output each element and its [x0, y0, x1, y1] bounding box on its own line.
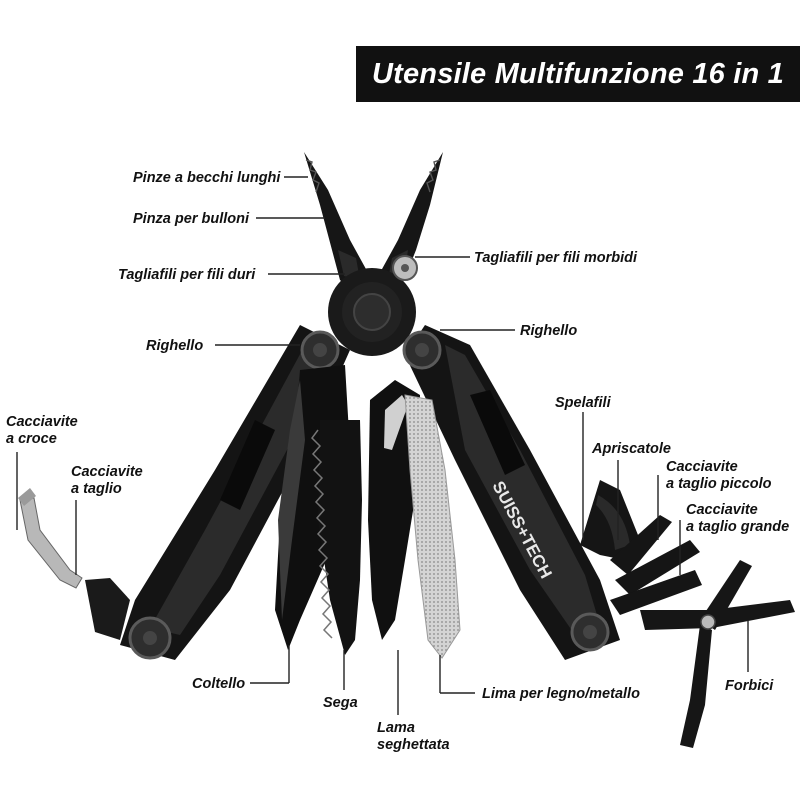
knife-edge [278, 380, 305, 620]
label-pinza-bulloni: Pinza per bulloni [133, 211, 250, 227]
label-cacciavite-croce-line2: a croce [6, 431, 57, 447]
label-cacciavite-taglio-line2: a taglio [71, 481, 122, 497]
label-spelafili: Spelafili [555, 395, 611, 411]
label-lima: Lima per legno/metallo [482, 686, 640, 702]
label-forbici: Forbici [725, 678, 774, 694]
label-tagliafili-duri: Tagliafili per fili duri [118, 267, 256, 283]
label-cacc-piccolo-line1: Cacciavite [666, 459, 738, 475]
label-cacciavite-croce-line1: Cacciavite [6, 414, 78, 430]
label-apriscatole: Apriscatole [592, 441, 671, 457]
label-righello-left: Righello [146, 338, 204, 354]
label-righello-right: Righello [520, 323, 578, 339]
right-fold-tools [580, 480, 795, 748]
pivot-hub [328, 255, 418, 356]
title-banner: Utensile Multifunzione 16 in 1 [356, 46, 800, 102]
label-cacciavite-taglio-line1: Cacciavite [71, 464, 143, 480]
screwdriver-bit-arm [18, 488, 130, 640]
label-coltello: Coltello [192, 676, 246, 692]
label-cacc-grande-line1: Cacciavite [686, 502, 758, 518]
file-tool [404, 394, 461, 659]
label-pinze-becchi: Pinze a becchi lunghi [133, 170, 281, 186]
right-handle [402, 325, 620, 660]
leader-lines [16, 176, 749, 715]
label-cacc-grande-line2: a taglio grande [686, 519, 790, 535]
label-lama-line1: Lama [377, 720, 415, 736]
label-sega: Sega [323, 695, 358, 711]
blade-thumb-hole [384, 395, 408, 450]
label-cacc-piccolo-line2: a taglio piccolo [666, 476, 772, 492]
page-title: Utensile Multifunzione 16 in 1 [371, 57, 785, 90]
serrated-blade [368, 380, 420, 640]
saw-blade [311, 420, 362, 655]
label-tagliafili-morbidi: Tagliafili per fili morbidi [474, 250, 638, 266]
left-handle [120, 325, 350, 660]
label-lama-line2: seghettata [377, 737, 450, 753]
